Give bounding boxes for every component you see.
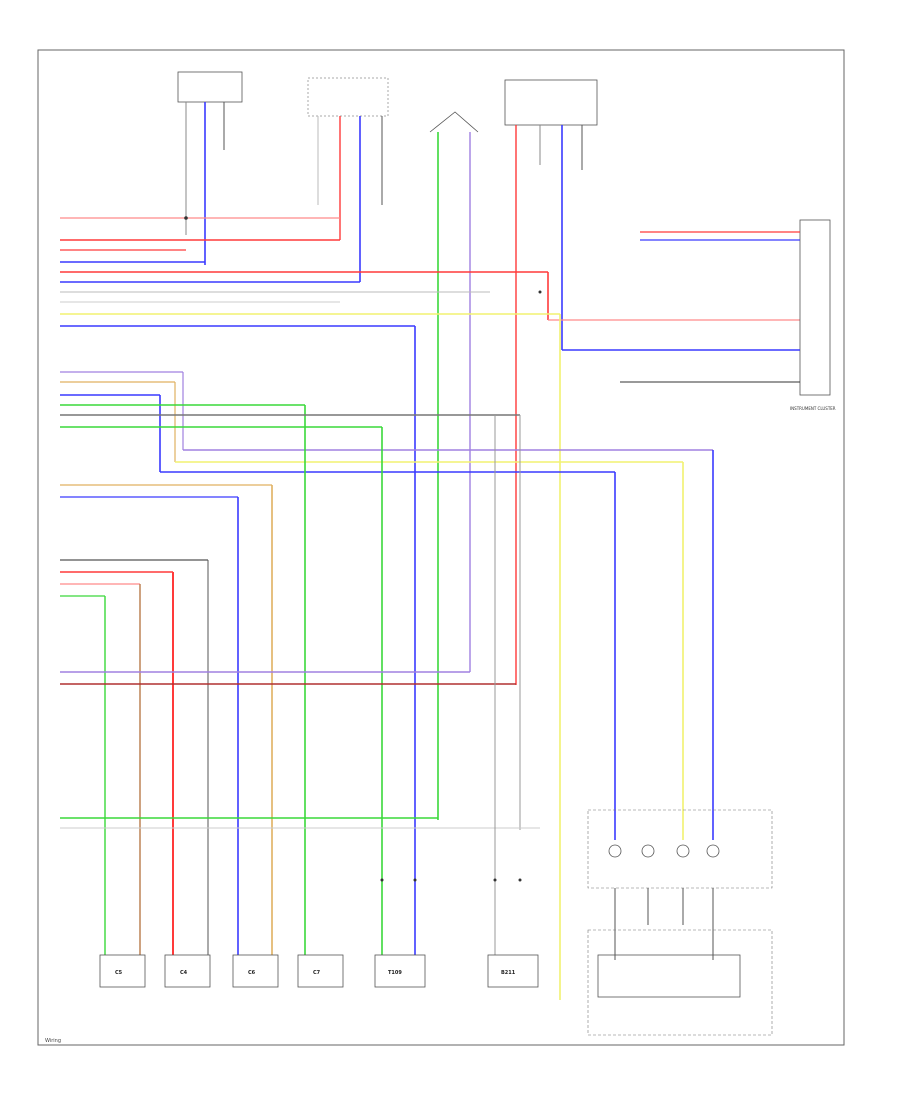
component-code: C5 (115, 970, 123, 976)
wire-group-6 (60, 415, 540, 955)
top-connector-4 (504, 79, 598, 685)
splice-dots (184, 216, 542, 882)
wire-group-5 (60, 671, 516, 685)
bottom-right-connector (587, 929, 773, 1036)
wire-group-3 (60, 484, 273, 955)
bottom-component-3: C6 (232, 954, 279, 988)
component-code: C4 (180, 970, 188, 976)
bottom-component-5: T109 (374, 954, 426, 988)
bottom-component-2: C4 (164, 954, 211, 988)
gauge-cluster (587, 809, 773, 960)
bottom-component-6: B211 (487, 954, 539, 988)
component-code: T109 (388, 970, 402, 976)
component-code: B211 (501, 970, 516, 976)
side-label: INSTRUMENT CLUSTER (790, 406, 836, 411)
diagram-frame (37, 49, 845, 1046)
wire-group-2 (60, 371, 714, 955)
wire-group-1 (60, 217, 800, 1000)
component-code: C7 (313, 970, 321, 976)
bottom-component-4: C7 (297, 954, 344, 988)
component-code: C6 (248, 970, 256, 976)
wire-group-4 (60, 559, 209, 955)
bottom-component-1: C5 (99, 954, 146, 988)
instrument-cluster-module: INSTRUMENT CLUSTER (562, 219, 836, 411)
top-connector-3 (429, 111, 479, 820)
top-connector-2 (307, 77, 389, 282)
footer-label: Wiring (45, 1038, 62, 1044)
top-connector-1 (177, 71, 243, 265)
